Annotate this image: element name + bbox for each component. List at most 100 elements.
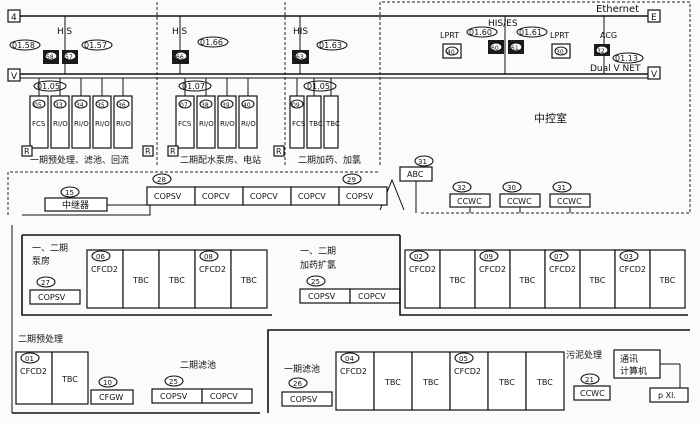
filter1Rack-cell-badge xyxy=(454,352,474,364)
pumpRack-cell xyxy=(230,249,268,309)
sewage-ccwc-label: CCWC xyxy=(580,389,605,398)
fcs3-cabinet-badge xyxy=(290,99,304,109)
his3-tag-text: 01.63 xyxy=(319,41,342,50)
fcs2-cabinet-label: FCS xyxy=(178,120,192,128)
rightRack-cell-badge-text: 09 xyxy=(484,253,493,261)
field-boundary xyxy=(7,171,380,215)
ethernet-label: Ethernet xyxy=(596,4,639,15)
dosing-cell-label: COPCV xyxy=(358,292,386,301)
comm-computer-box xyxy=(613,349,661,379)
fcs2-cabinet-label: RI/O xyxy=(220,120,235,128)
copsv-row-cell-label: COPSV xyxy=(346,192,374,201)
fcs1-tag xyxy=(33,80,67,92)
pump-copsv-label: COPSV xyxy=(38,293,66,302)
rightRack-cell-label: TBC xyxy=(519,276,536,285)
fcs1-caption: 一期预处理、滤池、回流 xyxy=(30,154,129,166)
bus-tag-v-right xyxy=(647,66,661,80)
r-tag-3-text: R xyxy=(170,147,176,156)
phase2-filter-cell xyxy=(201,388,253,404)
his1-tag-left xyxy=(9,39,41,51)
his1-badge-b-text: 57 xyxy=(65,54,73,61)
his2-badge-text: 66 xyxy=(176,54,184,61)
ccwc-badge-text: 31 xyxy=(557,184,566,192)
his1-tag-right-text: 01.57 xyxy=(84,41,107,50)
fcs2-tag-text: 01.07 xyxy=(182,82,205,91)
his-es-label: HIS/ES xyxy=(488,19,518,29)
r-tag-1-text: R xyxy=(24,147,30,156)
fcs2-cabinet-label: RI/O xyxy=(199,120,214,128)
bus-tag-v-right-text: V xyxy=(651,70,658,80)
dosing-badge xyxy=(306,275,326,287)
filter1Rack-cell xyxy=(373,351,413,411)
fcs1-cabinet-badge-text: 35 xyxy=(97,102,105,109)
his-es-tag-right xyxy=(516,26,548,38)
cfgw-badge-text: 10 xyxy=(103,379,112,387)
fcs1-cabinet-label: RI/O xyxy=(116,120,131,128)
phase1-copsv-label: COPSV xyxy=(290,395,318,404)
copsv-row-cell-label: COPCV xyxy=(202,192,230,201)
fcs3-caption: 二期加药、加氯 xyxy=(298,154,361,166)
sewage-ccwc-box xyxy=(573,385,611,401)
printer2-badge xyxy=(554,46,568,56)
fcs1-cabinet-label: FCS xyxy=(32,120,46,128)
his1-tag-right xyxy=(81,39,113,51)
printer2-label: LPRT xyxy=(550,31,569,40)
repeater-badge xyxy=(60,186,80,198)
filter1Rack-cell-badge-text: 05 xyxy=(459,355,468,363)
pumpRack-cell-badge-text: 06 xyxy=(96,253,105,261)
fcs1-cabinet-badge xyxy=(32,99,46,109)
fcs2-cabinet-badge xyxy=(199,99,213,109)
phase2-filter-badge xyxy=(164,375,184,387)
rightRack-cell-badge xyxy=(409,250,429,262)
bus-tag-e xyxy=(647,9,661,23)
r-tag-4-text: R xyxy=(276,147,282,156)
his-es-tag-left-text: 01.60 xyxy=(469,28,492,37)
control-room-boundary xyxy=(379,1,691,214)
phase1-filter-badge xyxy=(288,377,308,389)
fcs2-caption: 二期配水泵房、电站 xyxy=(180,154,261,166)
sewage-badge xyxy=(580,373,600,385)
abc-label: ABC xyxy=(407,170,424,179)
acg-tag-text: 01.13 xyxy=(615,54,638,63)
pump-copsv-badge-text: 27 xyxy=(41,279,50,287)
acg-badge-text: 32 xyxy=(597,48,605,55)
copsv-row-cell-label: COPCV xyxy=(298,192,326,201)
abc-badge-text: 31 xyxy=(418,158,427,166)
pumpRack-cell-label: TBC xyxy=(168,276,185,285)
rightRack-cell xyxy=(579,249,616,309)
repeater-badge-text: 15 xyxy=(65,189,74,197)
printer1-badge xyxy=(445,46,459,56)
dosing-row: COPSV COPCV xyxy=(299,288,401,304)
his3-label: HIS xyxy=(293,27,308,37)
copsv-row-badge-left-text: 28 xyxy=(157,176,166,184)
his2-tag-text: 01.66 xyxy=(200,38,223,47)
pumpRack-cell-badge xyxy=(91,250,111,262)
fcs2-cabinet-badge xyxy=(241,99,255,109)
fcs1-cabinet-badge xyxy=(74,99,88,109)
fcs1-cabinet-badge xyxy=(95,99,109,109)
bus-tag-4 xyxy=(7,9,21,23)
filter1Rack-cell-badge-text: 04 xyxy=(345,355,354,363)
filter1Rack-cell-label: CFCD2 xyxy=(340,367,367,376)
filter1Rack-cell xyxy=(487,351,527,411)
r-tag-2 xyxy=(142,145,154,157)
rightRack-cell-badge xyxy=(479,250,499,262)
filter1Rack-cell xyxy=(525,351,565,411)
fcs1-cabinet-badge-text: 33 xyxy=(55,102,63,109)
fcs2-cabinet-badge xyxy=(178,99,192,109)
r-tag-3 xyxy=(167,145,179,157)
pumpRack-cell-label: TBC xyxy=(240,276,257,285)
fcs3-tag xyxy=(303,80,337,92)
rightRack-cell-label: CFCD2 xyxy=(549,265,576,274)
dosing-cell-label: COPSV xyxy=(308,292,336,301)
ccwc-badge xyxy=(552,181,572,193)
pumpRack-cell-badge xyxy=(199,250,219,262)
printer1-label: LPRT xyxy=(440,31,459,40)
filter1Rack-cell xyxy=(335,351,375,411)
ccwc-label: CCWC xyxy=(457,197,482,206)
fcs1-tag-text: 01.05 xyxy=(37,82,60,91)
